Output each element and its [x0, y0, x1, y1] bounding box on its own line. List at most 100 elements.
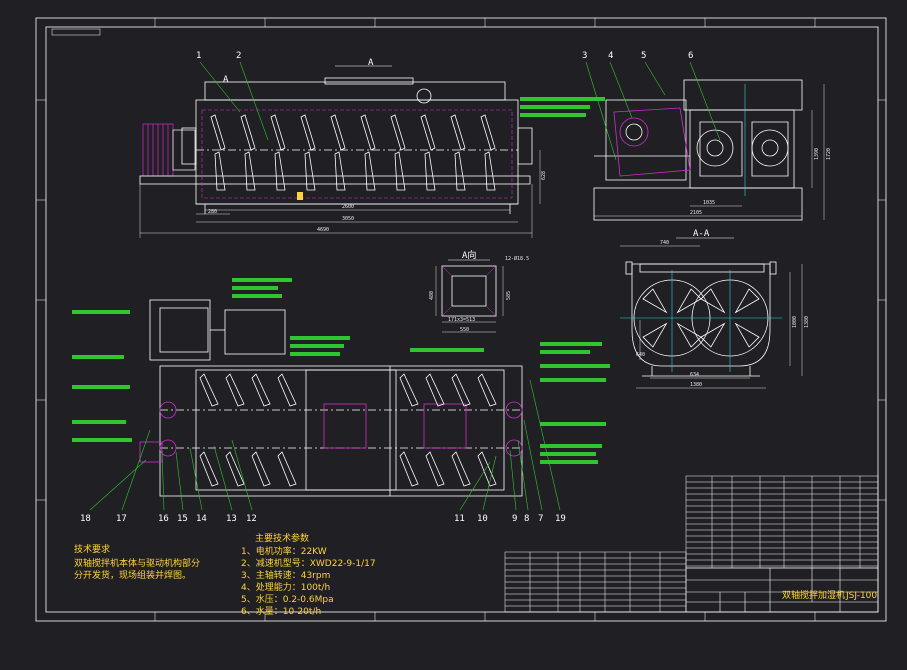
plan-paddles: [199, 373, 497, 487]
title-block: [685, 567, 879, 613]
paddle-arm: [390, 114, 406, 151]
port-a-title: A向: [462, 249, 476, 261]
dim-port-h2: 585: [506, 291, 512, 300]
section-aa-view: A-A 740 634 1380 1000 1380: [620, 229, 810, 389]
paddle-arm: [450, 114, 466, 151]
callout-18: 18: [80, 514, 91, 524]
callout-9: 9: [512, 514, 517, 524]
plan-bearings: [139, 401, 523, 463]
dim-front-total: 4690: [317, 227, 329, 233]
drawing-frame: [35, 17, 887, 622]
callout-4: 4: [608, 51, 613, 61]
dim-side-h2: 1720: [826, 148, 832, 160]
paddle-arm: [480, 114, 496, 151]
dim-section-h1: 1000: [792, 316, 798, 328]
paddle-arm: [360, 114, 376, 151]
paddle-arm: [277, 373, 297, 407]
callout-7: 7: [538, 514, 543, 524]
dim-side-inner: 1035: [703, 200, 715, 206]
dim-section-w2: 634: [690, 372, 699, 378]
paddle-arm: [454, 151, 466, 191]
paddle-arm: [394, 151, 406, 191]
callout-1: 1: [196, 51, 201, 61]
paddle-arm: [199, 451, 219, 487]
dim-port-holes: 12-Ø18.5: [505, 255, 529, 262]
tech-req-line-2: 分开发货，现场组装并焊图。: [74, 569, 191, 581]
paddle-arm: [225, 373, 245, 407]
front-view: 4690 3050 2600 280 628 A A: [139, 58, 605, 238]
tech-req-line-1: 双轴搅拌机本体与驱动机构部分: [74, 557, 200, 569]
callout-17: 17: [116, 514, 127, 524]
callout-8: 8: [524, 514, 529, 524]
paddle-arm: [251, 451, 271, 487]
section-a-left-label: A: [223, 75, 229, 85]
param-2: 2、减速机型号：XWD22-9-1/17: [241, 557, 376, 569]
blade: [642, 322, 668, 348]
dim-side-h1: 1390: [814, 148, 820, 160]
paddle-arm: [270, 114, 286, 151]
plan-callout-notes: [72, 278, 610, 464]
blade: [642, 288, 668, 314]
callout-numbers-top: 1 2 3 4 5 6: [196, 51, 693, 61]
leader-lines: [89, 61, 721, 511]
title-code: JSJ-100: [845, 591, 877, 601]
dim-front-body: 3050: [342, 216, 354, 222]
dim-side-total: 2105: [690, 210, 702, 216]
plan-view: [72, 278, 610, 497]
param-3: 3、主轴转速：43rpm: [241, 569, 330, 581]
param-5: 5、水压：0.2-0.6Mpa: [241, 593, 334, 605]
dim-section-low: 640: [636, 352, 645, 358]
paddle-arm: [399, 451, 419, 487]
paddle-arm: [210, 114, 226, 151]
dim-port-w2: 550: [460, 327, 469, 333]
callout-12: 12: [246, 514, 257, 524]
blade: [700, 322, 726, 348]
paddle-arm: [399, 373, 419, 407]
paddle-arm: [277, 451, 297, 487]
dim-port-w: 171x3=513: [448, 317, 475, 323]
front-paddles: [210, 114, 496, 191]
callout-11: 11: [454, 514, 465, 524]
blade: [700, 288, 726, 314]
tech-req-title: 技术要求: [74, 543, 110, 555]
callout-10: 10: [477, 514, 488, 524]
params-title: 主要技术参数: [255, 532, 309, 544]
callout-15: 15: [177, 514, 188, 524]
blade: [676, 322, 702, 348]
paddle-arm: [364, 151, 376, 191]
callout-2: 2: [236, 51, 241, 61]
dim-section-w3: 1380: [690, 382, 702, 388]
paddle-arm: [425, 451, 445, 487]
side-dimensions: [594, 84, 825, 220]
paddle-arm: [420, 114, 436, 151]
tech-requirements: 技术要求 双轴搅拌机本体与驱动机构部分 分开发货，现场组装并焊图。: [74, 543, 200, 581]
section-dimensions: [620, 245, 803, 389]
callout-16: 16: [158, 514, 169, 524]
paddle-arm: [240, 114, 256, 151]
paddle-arm: [424, 151, 436, 191]
front-callout-notes: [520, 97, 605, 117]
callout-6: 6: [688, 51, 693, 61]
param-1: 1、电机功率：22KW: [241, 545, 327, 557]
title-drawing-name: 双轴搅拌加湿机: [782, 589, 845, 601]
callout-14: 14: [196, 514, 207, 524]
paddle-arm: [334, 151, 346, 191]
dim-front-pitch: 2600: [342, 204, 354, 210]
param-4: 4、处理能力：100t/h: [241, 581, 330, 593]
blade: [734, 322, 760, 348]
view-arrow-a-label: A: [368, 58, 374, 68]
front-dimensions: [139, 150, 541, 238]
side-view: 2105 1035 1390 1720: [593, 79, 832, 221]
blade: [676, 288, 702, 314]
callout-3: 3: [582, 51, 587, 61]
dim-section-w1: 740: [660, 240, 669, 246]
section-aa-title: A-A: [693, 229, 710, 239]
parts-list: [504, 475, 879, 613]
dim-front-left: 280: [208, 209, 217, 215]
paddle-arm: [484, 151, 496, 191]
aa-paddle-blades: [642, 288, 760, 348]
paddle-arm: [425, 373, 445, 407]
paddle-arm: [225, 451, 245, 487]
callout-numbers-bottom: 18 17 16 15 14 13 12 11 10 9 8 7 19: [80, 514, 566, 524]
